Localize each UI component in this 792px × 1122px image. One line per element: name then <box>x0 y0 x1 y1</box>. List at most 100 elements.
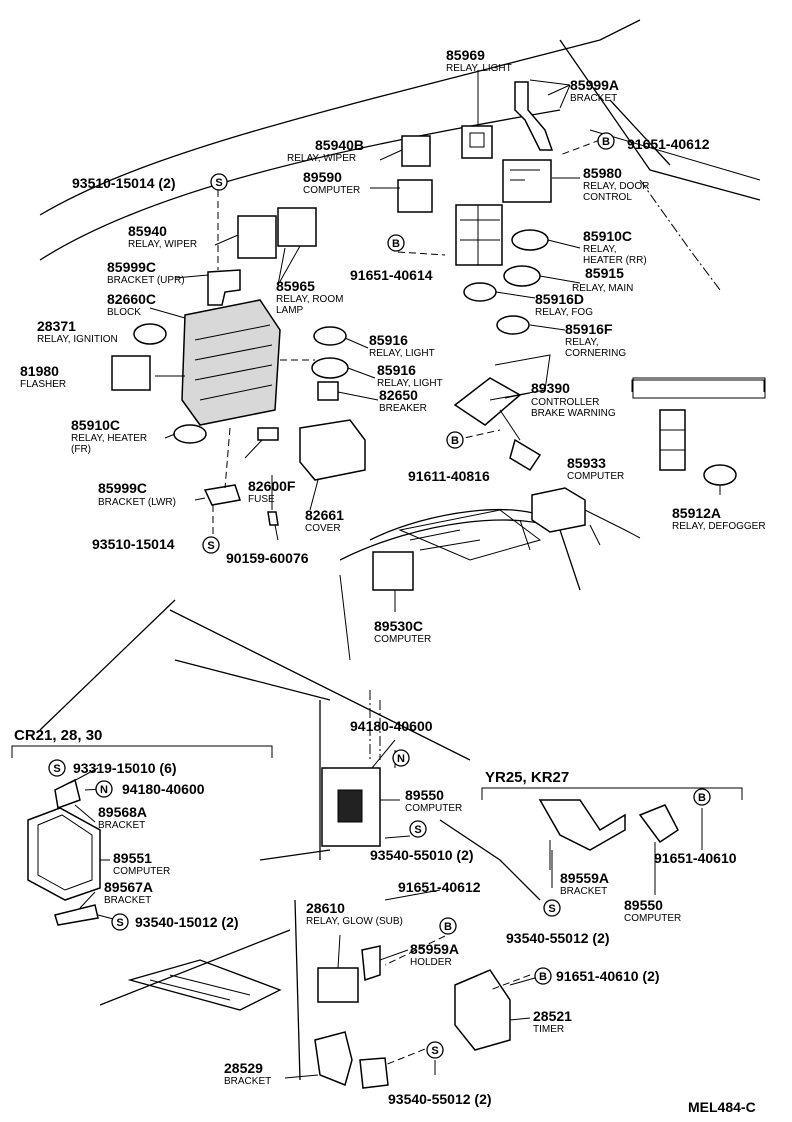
screw-symbol: S <box>202 536 220 554</box>
flasher-81980 <box>111 355 151 391</box>
part-name: RELAY, <box>565 337 599 348</box>
part-name: BRACKET <box>98 820 145 831</box>
bracket-28529 <box>314 1031 353 1087</box>
part-number: 91651-40610 (2) <box>556 968 660 984</box>
svg-text:S: S <box>548 903 555 915</box>
screw-symbol: S <box>426 1041 444 1059</box>
part-labels: 85969 RELAY, LIGHT 85999A BRACKET 85940B… <box>14 47 766 1115</box>
relay-85916D <box>463 282 497 302</box>
fuse-82600F <box>257 427 279 441</box>
part-name: HOLDER <box>410 957 452 968</box>
part-number: 93540-55010 (2) <box>370 847 474 863</box>
part-number: 85916D <box>535 291 584 307</box>
part-number: 89567A <box>104 879 153 895</box>
part-number: 85910C <box>583 228 632 244</box>
screw-symbol: S <box>48 759 66 777</box>
svg-text:S: S <box>215 177 222 189</box>
screw-symbol: S <box>543 899 561 917</box>
variant-brackets <box>11 379 765 800</box>
part-number: 90159-60076 <box>226 550 309 566</box>
bolt-symbol: B <box>439 917 457 935</box>
part-number: 85999A <box>570 77 619 93</box>
part-name: RELAY, DEFOGGER <box>672 521 766 532</box>
part-number: 93510-15014 (2) <box>72 175 176 191</box>
part-number: 85916 <box>369 332 408 348</box>
part-number: 93540-55012 (2) <box>388 1091 492 1107</box>
junction-block-82660C <box>181 299 281 426</box>
part-number: 85980 <box>583 165 622 181</box>
part-name: COMPUTER <box>624 913 681 924</box>
screw-symbol: S <box>409 820 427 838</box>
part-name: BREAKER <box>379 403 427 414</box>
part-number: 91651-40614 <box>350 267 433 283</box>
part-number: 85912A <box>672 505 721 521</box>
svg-text:B: B <box>539 971 547 983</box>
svg-text:S: S <box>414 824 421 836</box>
part-name: RELAY, <box>583 244 617 255</box>
part-number: 85915 <box>585 265 624 281</box>
svg-text:S: S <box>431 1045 438 1057</box>
part-number: 28610 <box>306 900 345 916</box>
part-name: RELAY, LIGHT <box>377 378 443 389</box>
svg-text:S: S <box>116 917 123 929</box>
part-name: LAMP <box>276 305 304 316</box>
part-number: 94180-40600 <box>350 718 433 734</box>
breaker-82650 <box>317 381 339 401</box>
part-drawings <box>27 81 766 1089</box>
part-number: 91611-40816 <box>408 468 490 484</box>
svg-text:S: S <box>207 540 214 552</box>
part-name: RELAY, IGNITION <box>37 334 118 345</box>
relay-85912A <box>703 464 737 486</box>
computer-89550-right <box>638 804 679 844</box>
relay-85965 <box>277 207 317 247</box>
part-name: FLASHER <box>20 379 66 390</box>
computer-89590 <box>397 179 433 213</box>
holder-85959A <box>361 945 381 982</box>
part-name: RELAY, GLOW (SUB) <box>306 916 403 927</box>
relay-85980 <box>502 159 552 203</box>
bracket-85999C-lwr <box>203 484 241 506</box>
part-number: 28529 <box>224 1060 263 1076</box>
bolt-symbol: B <box>693 788 711 806</box>
part-name: COMPUTER <box>405 803 462 814</box>
part-name: COMPUTER <box>303 185 360 196</box>
computer-89551 <box>27 807 101 901</box>
svg-text:N: N <box>397 753 405 765</box>
bolt-symbol: B <box>446 431 464 449</box>
part-number: 82600F <box>248 478 296 494</box>
part-number: 85933 <box>567 455 606 471</box>
part-number: 89550 <box>405 787 444 803</box>
bolt-symbol: B <box>597 132 615 150</box>
relay-85940 <box>237 215 277 259</box>
part-number: 94180-40600 <box>122 781 205 797</box>
part-name: CONTROL <box>583 192 632 203</box>
part-name: RELAY, LIGHT <box>369 348 435 359</box>
part-number: 82661 <box>305 507 344 523</box>
part-number: 85959A <box>410 941 459 957</box>
part-name: BRACKET <box>570 93 617 104</box>
part-number: 85965 <box>276 278 315 294</box>
part-name: CONTROLLER <box>531 397 599 408</box>
part-number: 85940 <box>128 223 167 239</box>
part-name: (FR) <box>71 444 91 455</box>
computer-89530C <box>372 551 414 591</box>
variant-label-yr: YR25, KR27 <box>485 769 569 786</box>
part-number: 93510-15014 <box>92 536 175 552</box>
bracket-89567A <box>54 904 99 926</box>
part-number: 91651-40612 <box>627 136 710 152</box>
part-number: 93319-15010 (6) <box>73 760 177 776</box>
part-name: BRACKET <box>224 1076 271 1087</box>
part-name: RELAY, DOOR <box>583 181 649 192</box>
screw-90159 <box>267 511 279 526</box>
part-number: 85999C <box>107 259 156 275</box>
part-name: COVER <box>305 523 341 534</box>
bracket-85999A <box>514 81 554 151</box>
part-number: 89390 <box>531 380 570 396</box>
part-number: 89530C <box>374 618 423 634</box>
part-name: BRACKET (LWR) <box>98 497 176 508</box>
variant-label-cr: CR21, 28, 30 <box>14 727 102 744</box>
part-name: RELAY, LIGHT <box>446 63 512 74</box>
relay-85969 <box>461 125 493 159</box>
part-number: 89551 <box>113 850 152 866</box>
vehicle-outline <box>39 19 761 1081</box>
